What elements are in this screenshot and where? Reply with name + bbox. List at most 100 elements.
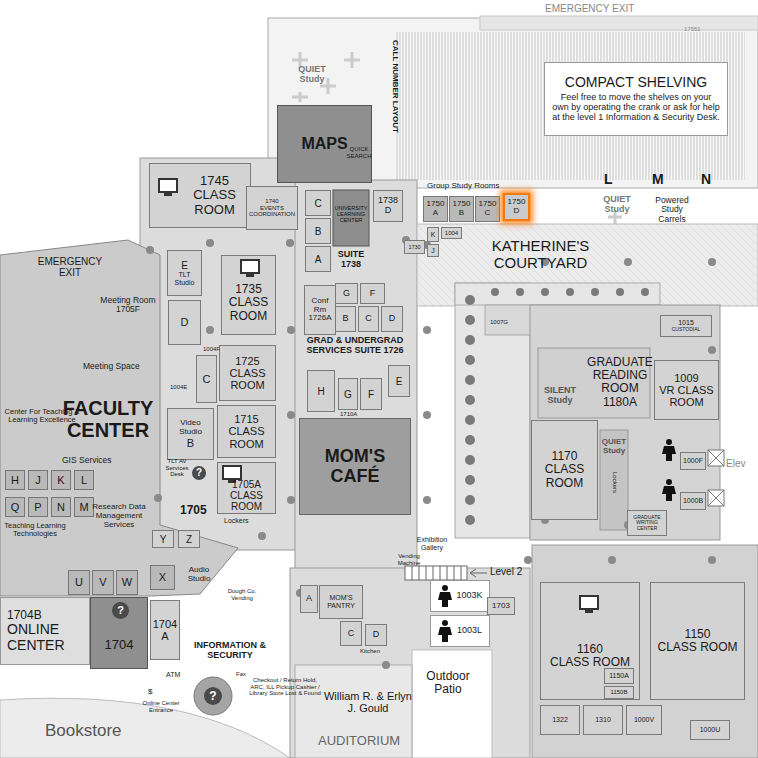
room-sublabel: D [385, 206, 392, 216]
room-box: U [68, 570, 90, 595]
room-label: MAPS [301, 135, 347, 153]
map-label: AUDITORIUM [318, 734, 400, 748]
room-box: G [338, 378, 358, 410]
room-box: E [388, 365, 410, 397]
room-sublabel: A [433, 209, 438, 218]
room-label: MOM'S PANTRY [321, 594, 361, 609]
room-box: 1704A [150, 600, 180, 660]
room-box: N [51, 497, 71, 517]
room-box: C [196, 355, 217, 403]
room-label: J [35, 474, 41, 486]
map-label: EMERGENCY EXIT [30, 256, 110, 278]
room-label: Q [11, 501, 20, 513]
room-label: W [122, 576, 132, 588]
map-label: 1007G [490, 319, 508, 326]
room-label: C [365, 314, 372, 324]
room-box: V [92, 570, 114, 595]
room-label: 1310 [595, 716, 611, 724]
map-label: EMERGENCY EXIT [545, 3, 634, 14]
map-label: William R. & Erlyn J. Gould [322, 690, 414, 714]
room-label: 1738 [378, 196, 398, 206]
map-label: UNIVERSITY LEARNING CENTER [334, 205, 368, 223]
map-label: Level 2 [490, 566, 522, 577]
map-label: Vending Machine [390, 553, 428, 566]
room-label: 1009 [674, 372, 698, 384]
map-label: QUIET Study [598, 195, 636, 215]
room-label: B [342, 314, 348, 324]
room-box: 1703 [487, 597, 515, 615]
room-sublabel: CLASS ROOM [533, 463, 596, 489]
room-label: 1735 [235, 283, 262, 296]
room-box: 1738D [373, 190, 403, 222]
room-box: 1003L [430, 615, 490, 647]
room-sublabel: Feel free to move the shelves on your ow… [546, 93, 726, 123]
room-box: 1750B [449, 196, 474, 222]
room-label: D [181, 316, 189, 328]
map-label: Dough Co. Vending [222, 588, 262, 601]
room-box: MOM'S PANTRY [319, 585, 363, 619]
room-box: 1170CLASS ROOM [531, 420, 598, 520]
map-label: Powered Study Carrels [647, 196, 697, 224]
room-label: F [370, 289, 376, 299]
room-box: X [150, 565, 175, 590]
room-label: E [396, 376, 403, 387]
room-label: G [343, 289, 350, 299]
map-label: Lockers [611, 472, 618, 493]
room-label: K [431, 231, 436, 239]
map-label: $ [148, 688, 152, 697]
room-box: COMPACT SHELVING Feel free to move the sh… [544, 62, 728, 136]
map-label: Kitchen [360, 648, 380, 655]
room-box: P [28, 497, 48, 517]
stairs-and-arrow [343, 160, 487, 580]
map-label: QUICK SEARCH [345, 146, 373, 159]
room-box: F [360, 378, 382, 410]
room-box: 1730 [404, 240, 425, 254]
info-icon: ? [192, 466, 206, 480]
room-box: 1150CLASS ROOM [650, 582, 745, 700]
room-label: D [389, 314, 396, 324]
map-label: Research Data Management Services [88, 503, 150, 529]
room-box: B [305, 218, 331, 244]
room-box: W [116, 570, 138, 595]
room-label: G [344, 389, 352, 400]
map-label: GIS Services [62, 456, 112, 465]
map-label: Checkout / Return Hold, ARC, ILL Pickup … [246, 677, 324, 697]
room-label: Y [160, 534, 167, 545]
room-box: 1009VR CLASS ROOM [654, 360, 719, 420]
room-label: B [315, 226, 322, 237]
room-box: D [168, 300, 201, 345]
room-box: J [28, 470, 48, 490]
room-label: H [11, 474, 19, 486]
room-box: 1150B [604, 686, 634, 699]
room-box: F [360, 283, 385, 304]
room-box: K [51, 470, 71, 490]
map-label: Meeting Space [83, 362, 140, 371]
room-label: C [314, 198, 321, 209]
room-label: D [373, 630, 380, 640]
map-label: Outdoor Patio [418, 670, 478, 696]
map-label: 1004E [170, 384, 187, 391]
room-box: Conf Rm 1726A [304, 285, 336, 335]
room-sublabel: EVENTS COORDINATION [248, 205, 296, 218]
room-box: 1003K [430, 580, 490, 612]
room-label: Video Studio [169, 419, 212, 437]
room-sublabel: A [161, 630, 168, 642]
map-label: ATM [166, 671, 180, 679]
room-box: C [358, 306, 379, 332]
room-box: Q [5, 497, 25, 517]
room-sublabel: CLASS ROOM [221, 367, 274, 391]
room-label: 1750 [479, 200, 497, 209]
room-box: M [74, 497, 94, 517]
room-box: 1150A [604, 668, 634, 684]
room-label: 1704 [153, 618, 177, 630]
room-label: COMPACT SHELVING [565, 75, 707, 90]
room-sublabel: CLASS ROOM [223, 296, 274, 322]
room-box: 1750C [475, 196, 500, 222]
map-label: Exhibition Gallery [409, 536, 455, 551]
room-box: 1000B [680, 492, 706, 510]
room-box: B [335, 306, 356, 332]
room-box: ETLT Studio [167, 250, 202, 296]
room-label: P [34, 501, 41, 513]
restroom-icon [659, 479, 679, 499]
